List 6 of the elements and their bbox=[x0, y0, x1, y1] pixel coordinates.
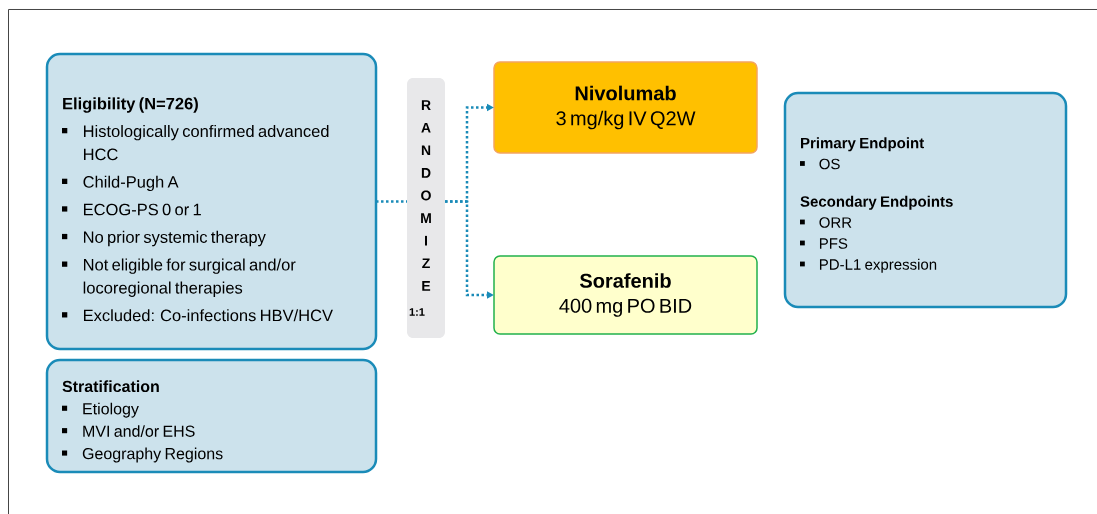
stratification-box: Stratification Etiology MVI and/or EHS Geography Regions bbox=[45, 358, 378, 474]
eligibility-box: Eligibility (N=726) Histologically confirmed advanced HCC Child-Pugh A ECOG-PS 0 or 1 No prior systemic therapy Not eligible for surgical and/or locoregional therapies Excluded: Co-infections HBV/HCV bbox=[45, 52, 378, 351]
treatment-arm-box: Nivolumab 3 mg/kg IV Q2W bbox=[493, 61, 758, 154]
randomize-bar: RANDOMIZE 1:1 bbox=[407, 78, 445, 338]
endpoints-box: Primary Endpoint OS Secondary Endpoints ORR PFS PD-L1 expression bbox=[783, 91, 1068, 309]
treatment-arm-box: Sorafenib 400 mg PO BID bbox=[493, 255, 758, 335]
